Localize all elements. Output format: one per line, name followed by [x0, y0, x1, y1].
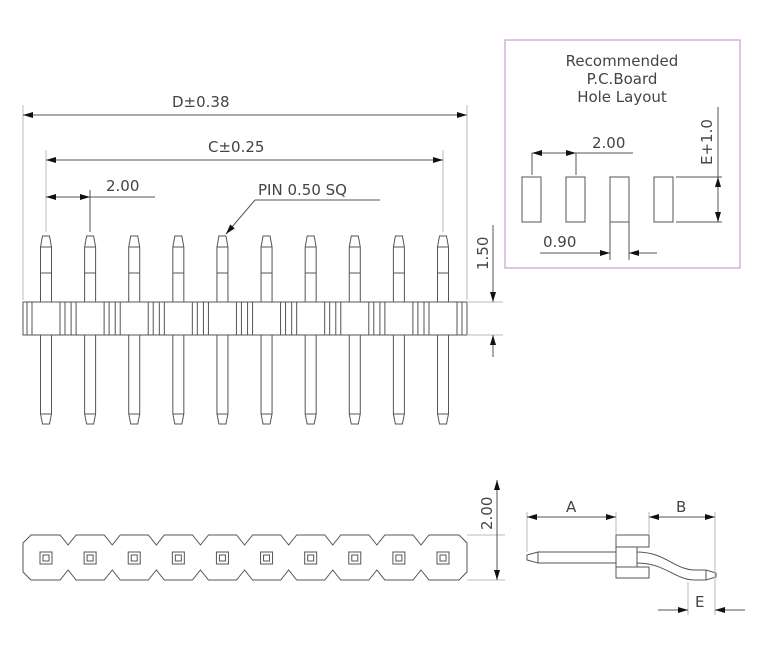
housing-segment-lines	[202, 302, 242, 335]
housing-width-label: 2.00	[478, 497, 496, 530]
housing-segment-lines	[291, 302, 331, 335]
pin-upper	[40, 235, 52, 302]
housing-segment-lines	[158, 302, 198, 335]
housing-bottom-outline	[22, 534, 468, 581]
side-a-label: A	[566, 498, 577, 516]
pin-square-inner	[307, 554, 315, 562]
pin-upper	[128, 235, 141, 302]
housing	[22, 301, 468, 336]
pcb-pitch-label: 2.00	[592, 134, 625, 152]
pin-lower	[128, 335, 141, 425]
housing-segment-lines	[379, 302, 419, 335]
pcb-hole-width-label: 0.90	[543, 233, 576, 251]
housing-segment-lines	[423, 302, 463, 335]
dimension-d: D±0.38	[22, 93, 468, 300]
pin-upper	[260, 235, 273, 302]
pin-upper	[216, 235, 229, 302]
dimension-housing-height: 1.50	[467, 225, 503, 357]
pcb-hole	[521, 176, 542, 223]
housing-height-label: 1.50	[474, 237, 492, 270]
side-e-label: E	[695, 593, 704, 611]
pin-square-outer	[436, 551, 450, 565]
pin-upper	[304, 235, 317, 302]
pin-lower	[260, 335, 273, 425]
housing-segment-lines	[26, 302, 66, 335]
dimension-housing-width: 2.00	[467, 480, 505, 581]
pin-lower	[348, 335, 361, 425]
pin-square-inner	[130, 554, 138, 562]
dimension-c: C±0.25	[45, 138, 444, 232]
pin-upper	[84, 235, 97, 302]
housing-segment-lines	[114, 302, 154, 335]
pin-square-outer	[260, 551, 274, 565]
pcb-hole-length-label: E+1.0	[698, 119, 716, 165]
pcb-title-line1: Recommended	[566, 52, 679, 70]
pin-square-outer	[348, 551, 362, 565]
dimension-pitch: 2.00	[46, 177, 155, 232]
pin-size-callout: PIN 0.50 SQ	[225, 181, 380, 235]
front-view	[22, 235, 468, 425]
pin-lower	[304, 335, 317, 425]
pin-square-inner	[174, 554, 182, 562]
pin-lower	[84, 335, 97, 425]
pin-upper	[348, 235, 361, 302]
pin-square-outer	[215, 551, 229, 565]
pcb-layout-border	[504, 39, 741, 269]
pcb-layout-box: Recommended P.C.Board Hole Layout 2.00 E…	[504, 39, 741, 269]
pin-lower	[437, 335, 449, 425]
pin-upper	[437, 235, 449, 302]
pin-lower	[216, 335, 229, 425]
pin-square-inner	[439, 554, 447, 562]
pin-lower	[40, 335, 52, 425]
housing-segment-lines	[70, 302, 110, 335]
pin-square-outer	[171, 551, 185, 565]
side-b-label: B	[676, 498, 686, 516]
pin-upper	[172, 235, 185, 302]
pin-square-inner	[42, 554, 50, 562]
pcb-hole	[565, 176, 586, 223]
pin-square-inner	[263, 554, 271, 562]
pin-square-outer	[83, 551, 97, 565]
pcb-hole	[653, 176, 674, 223]
pin-upper	[392, 235, 405, 302]
pin-lower	[392, 335, 405, 425]
pin-square-inner	[86, 554, 94, 562]
pin-square-outer	[304, 551, 318, 565]
pin-square-inner	[218, 554, 226, 562]
bottom-view	[22, 534, 468, 581]
pin-square-inner	[351, 554, 359, 562]
pin-square-inner	[395, 554, 403, 562]
side-view: A B E	[526, 498, 745, 615]
pcb-holes	[521, 176, 674, 223]
dimension-d-label: D±0.38	[172, 93, 230, 111]
pcb-title-line2: P.C.Board	[587, 70, 658, 88]
dimension-pitch-label: 2.00	[106, 177, 139, 195]
housing-segment-lines	[335, 302, 375, 335]
pin-square-outer	[392, 551, 406, 565]
housing-segment-lines	[247, 302, 287, 335]
pcb-hole	[609, 176, 630, 223]
pin-square-outer	[39, 551, 53, 565]
dimension-c-label: C±0.25	[208, 138, 264, 156]
pin-square-outer	[127, 551, 141, 565]
pin-lower	[172, 335, 185, 425]
pin-size-label: PIN 0.50 SQ	[258, 181, 347, 199]
pcb-title-line3: Hole Layout	[577, 88, 667, 106]
